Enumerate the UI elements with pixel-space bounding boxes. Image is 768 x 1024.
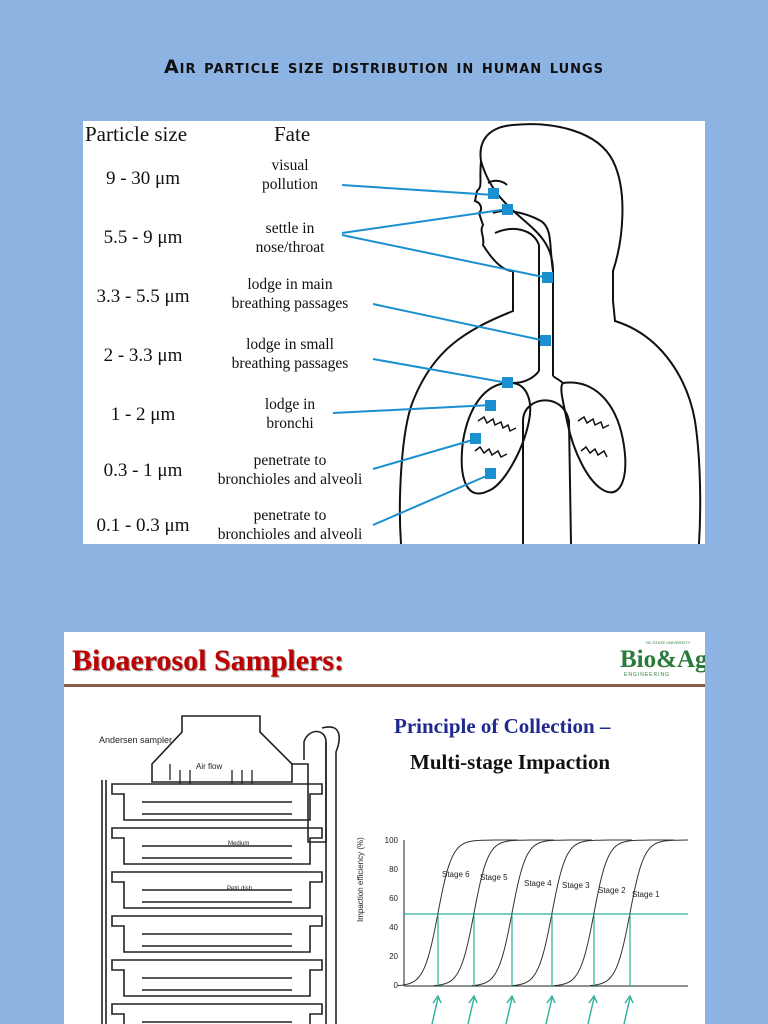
fate-line: lodge in	[264, 396, 316, 413]
fate-line: settle in	[265, 220, 315, 237]
sampler-stage-plate	[142, 845, 292, 859]
principle-heading: Principle of Collection –	[394, 714, 611, 738]
fate-line: breathing passages	[231, 295, 349, 312]
stage-label-2: Stage 2	[598, 886, 626, 895]
fate-line: bronchi	[266, 415, 314, 432]
y-tick: 0	[393, 981, 398, 990]
sampler-stage	[111, 827, 323, 865]
y-axis-label: Impaction efficiency (%)	[356, 837, 365, 922]
sampler-stage-clamp	[101, 780, 107, 824]
y-tick: 80	[389, 865, 398, 874]
size-row-6: 0.3 - 1 μm	[103, 460, 183, 481]
sampler-label: Andersen sampler	[99, 735, 173, 745]
fate-row-1: visual pollution	[190, 156, 390, 194]
y-tick: 60	[389, 894, 398, 903]
fate-row-2: settle in nose/throat	[190, 219, 390, 257]
size-row-1: 9 - 30 μm	[105, 168, 181, 189]
column-header-fate: Fate	[274, 122, 311, 146]
fate-row-5: lodge in bronchi	[190, 395, 390, 433]
size-row-4: 2 - 3.3 μm	[103, 345, 183, 366]
sampler-stage	[111, 871, 323, 909]
column-header-size: Particle size	[85, 122, 188, 146]
stage-label-4: Stage 4	[524, 879, 552, 888]
sampler-stage-plate	[142, 933, 292, 947]
title-divider	[64, 684, 705, 687]
cutoff-arrow	[545, 994, 556, 1024]
andersen-sampler-illustration	[101, 715, 688, 1024]
sampler-stage	[111, 783, 323, 821]
page-heading: Air particle size distribution in human …	[163, 56, 605, 78]
fate-row-4: lodge in small breathing passages	[190, 335, 390, 373]
fate-row-3: lodge in main breathing passages	[190, 275, 390, 313]
sampler-stage-plate	[142, 1021, 292, 1023]
fate-row-7: penetrate to bronchioles and alveoli	[190, 506, 390, 544]
sampler-stage-plate	[142, 801, 292, 815]
fate-line: penetrate to	[253, 452, 327, 469]
efficiency-curve	[553, 839, 674, 986]
cutoff-arrow	[467, 994, 478, 1024]
fate-line: bronchioles and alveoli	[217, 526, 363, 543]
sampler-stage-plate	[142, 889, 292, 903]
fate-line: nose/throat	[255, 239, 325, 256]
medium-label: Medium	[228, 841, 250, 847]
size-row-5: 1 - 2 μm	[110, 404, 176, 425]
sampler-stage-plate	[142, 977, 292, 991]
sampler-stage	[111, 959, 323, 997]
y-tick: 100	[384, 836, 398, 845]
fate-line: bronchioles and alveoli	[217, 471, 363, 488]
efficiency-curve	[511, 839, 632, 986]
slide-title: Bioaerosol Samplers:	[72, 644, 344, 677]
cutoff-arrow	[431, 994, 442, 1024]
efficiency-curve	[433, 839, 554, 986]
logo-text: Bio&Ag	[620, 646, 705, 673]
cutoff-arrow	[587, 994, 598, 1024]
fate-line: lodge in main	[247, 276, 333, 293]
y-tick: 20	[389, 952, 398, 961]
fate-row-6: penetrate to bronchioles and alveoli	[190, 451, 390, 489]
y-tick: 40	[389, 923, 398, 932]
fate-line: visual	[271, 157, 309, 174]
size-row-3: 3.3 - 5.5 μm	[96, 286, 190, 307]
stage-label-1: Stage 1	[632, 890, 660, 899]
fate-line: lodge in small	[246, 336, 334, 353]
air-flow-label: Air flow	[196, 762, 223, 771]
sampler-stage-clamp	[101, 824, 107, 868]
size-row-2: 5.5 - 9 μm	[103, 227, 183, 248]
bioaerosol-slide-panel: Bioaerosol Samplers: NC STATE UNIVERSITY…	[64, 632, 705, 1024]
size-row-7: 0.1 - 0.3 μm	[96, 515, 190, 536]
sampler-stage-clamp	[101, 956, 107, 1000]
logo-subtext: ENGINEERING	[624, 672, 671, 678]
stage-label-6: Stage 6	[442, 870, 470, 879]
stage-label-3: Stage 3	[562, 881, 590, 890]
multistage-subtitle: Multi-stage Impaction	[410, 750, 611, 774]
logo-top-text: NC STATE UNIVERSITY	[646, 640, 691, 645]
cutoff-arrow	[505, 994, 516, 1024]
sampler-stage-clamp	[101, 868, 107, 912]
sampler-stage	[111, 1003, 323, 1024]
sampler-stage-clamp	[101, 1000, 107, 1024]
sampler-stage-clamp	[101, 912, 107, 956]
human-silhouette-illustration	[332, 123, 702, 544]
bio-ag-logo: NC STATE UNIVERSITY Bio&Ag ENGINEERING	[620, 640, 705, 680]
efficiency-curve	[397, 839, 518, 986]
cutoff-arrow	[623, 994, 634, 1024]
fate-line: penetrate to	[253, 507, 327, 524]
fate-line: pollution	[262, 176, 318, 193]
fate-line: breathing passages	[231, 355, 349, 372]
efficiency-curve	[589, 839, 688, 986]
sampler-stage	[111, 915, 323, 953]
petri-dish-label: Petri dish	[227, 886, 253, 892]
stage-label-5: Stage 5	[480, 873, 508, 882]
lung-diagram-panel: Particle size Fate 9 - 30 μm 5.5 - 9 μm …	[83, 121, 705, 544]
efficiency-curve	[471, 839, 592, 986]
